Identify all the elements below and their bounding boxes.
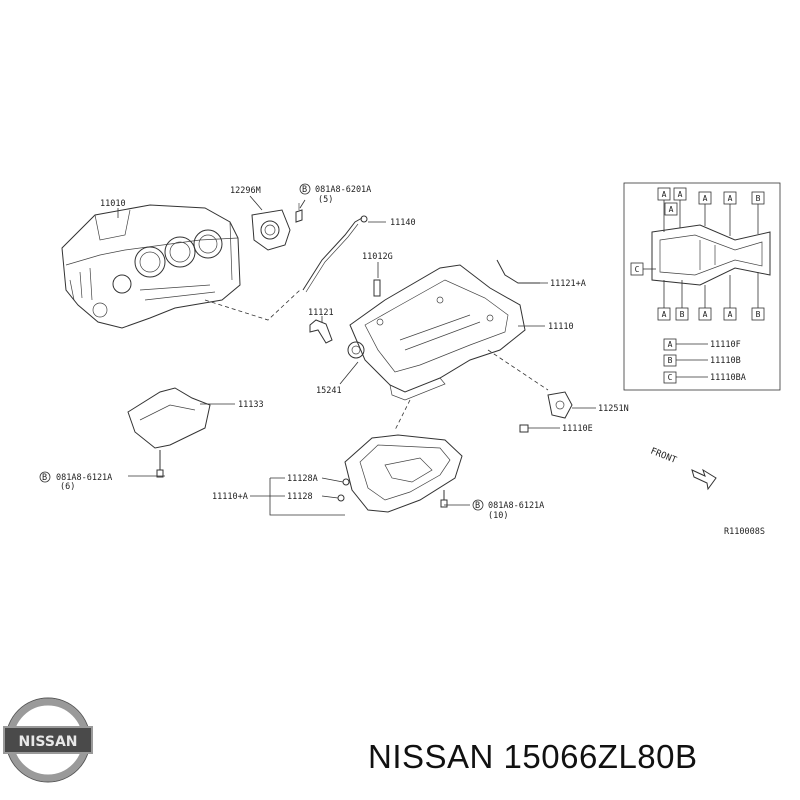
label-11110: 11110 — [548, 322, 574, 332]
label-12296m: 12296M — [230, 186, 261, 196]
circle-b-top: B — [302, 185, 307, 195]
lower-oil-pan — [344, 434, 463, 513]
front-gasket — [496, 259, 540, 284]
circle-b-bottom: B — [475, 501, 480, 511]
bolt-11110e — [519, 424, 529, 433]
label-15241: 15241 — [316, 386, 342, 396]
label-11251n: 11251N — [598, 404, 629, 414]
inset-bottom-code-1: A — [662, 310, 667, 319]
label-bolt-left: 081A8-6121A — [56, 473, 112, 483]
label-bolt-bottom: 081A8-6121A — [488, 501, 544, 511]
inset-top-code-3: A — [703, 194, 708, 203]
bolt-bottom — [440, 490, 448, 508]
inset-bottom-code-3: A — [703, 310, 708, 319]
inset-top-code-1: A — [662, 190, 667, 199]
oil-strainer-tube — [309, 319, 333, 344]
inset-top-code-sub: A — [669, 205, 674, 214]
bolt-top — [295, 203, 303, 223]
front-arrow-icon — [691, 468, 717, 491]
label-bolt-left-qty: (6) — [60, 482, 75, 492]
front-label: FRONT — [649, 447, 678, 467]
engine-block — [61, 204, 241, 329]
label-11110e: 11110E — [562, 424, 593, 434]
label-11140: 11140 — [390, 218, 416, 228]
part-number-title: NISSAN 15066ZL80B — [368, 738, 698, 775]
inset-bottom-code-4: A — [728, 310, 733, 319]
inset-bottom-code-5: B — [756, 310, 761, 319]
label-11010: 11010 — [100, 199, 126, 209]
oil-filter — [347, 341, 365, 359]
part-labels: 11010 12296M B 081A8-6201A (5) 11140 110… — [39, 183, 765, 537]
label-11121: 11121 — [308, 308, 334, 318]
label-ref: R110008S — [724, 527, 765, 537]
baffle-plate — [127, 387, 211, 449]
inset-top-code-2: A — [678, 190, 683, 199]
legend-code-c: C — [668, 373, 673, 382]
label-11110-a: 11110+A — [212, 492, 248, 502]
nissan-logo: NISSAN — [3, 697, 93, 783]
drain-plug — [337, 478, 350, 502]
label-bolt-top: 081A8-6201A — [315, 185, 371, 195]
label-11128: 11128 — [287, 492, 313, 502]
logo-text: NISSAN — [18, 734, 77, 750]
legend-part-c: 11110BA — [710, 373, 746, 383]
label-11121-a: 11121+A — [550, 279, 586, 289]
legend-part-b: 11110B — [710, 356, 741, 366]
inset-bottom-codes: A B A A B — [657, 307, 765, 321]
inset-left-code: C — [635, 265, 640, 274]
seal-11251n — [547, 391, 573, 419]
inset-top-code-4: A — [728, 194, 733, 203]
upper-oil-pan — [349, 264, 526, 401]
circle-b-left: B — [42, 473, 47, 483]
inset-detail-panel: A A A A B A C A B A A — [623, 182, 781, 391]
inset-legend: A 11110F B 11110B C 11110BA — [663, 338, 746, 384]
label-11133: 11133 — [238, 400, 264, 410]
inset-top-code-5: B — [756, 194, 761, 203]
rear-oil-seal-gasket — [251, 209, 291, 251]
front-direction-indicator: FRONT — [649, 447, 717, 491]
dipstick-guide — [373, 279, 381, 297]
legend-code-a: A — [668, 340, 673, 349]
label-11128a: 11128A — [287, 474, 318, 484]
inset-bottom-code-2: B — [680, 310, 685, 319]
dipstick — [302, 215, 368, 293]
label-11012g: 11012G — [362, 252, 393, 262]
legend-code-b: B — [668, 356, 673, 365]
bolt-left — [156, 450, 164, 478]
label-bolt-top-qty: (5) — [318, 195, 333, 205]
leader-lines — [117, 195, 596, 516]
label-bolt-bottom-qty: (10) — [488, 511, 508, 521]
legend-part-a: 11110F — [710, 340, 741, 350]
